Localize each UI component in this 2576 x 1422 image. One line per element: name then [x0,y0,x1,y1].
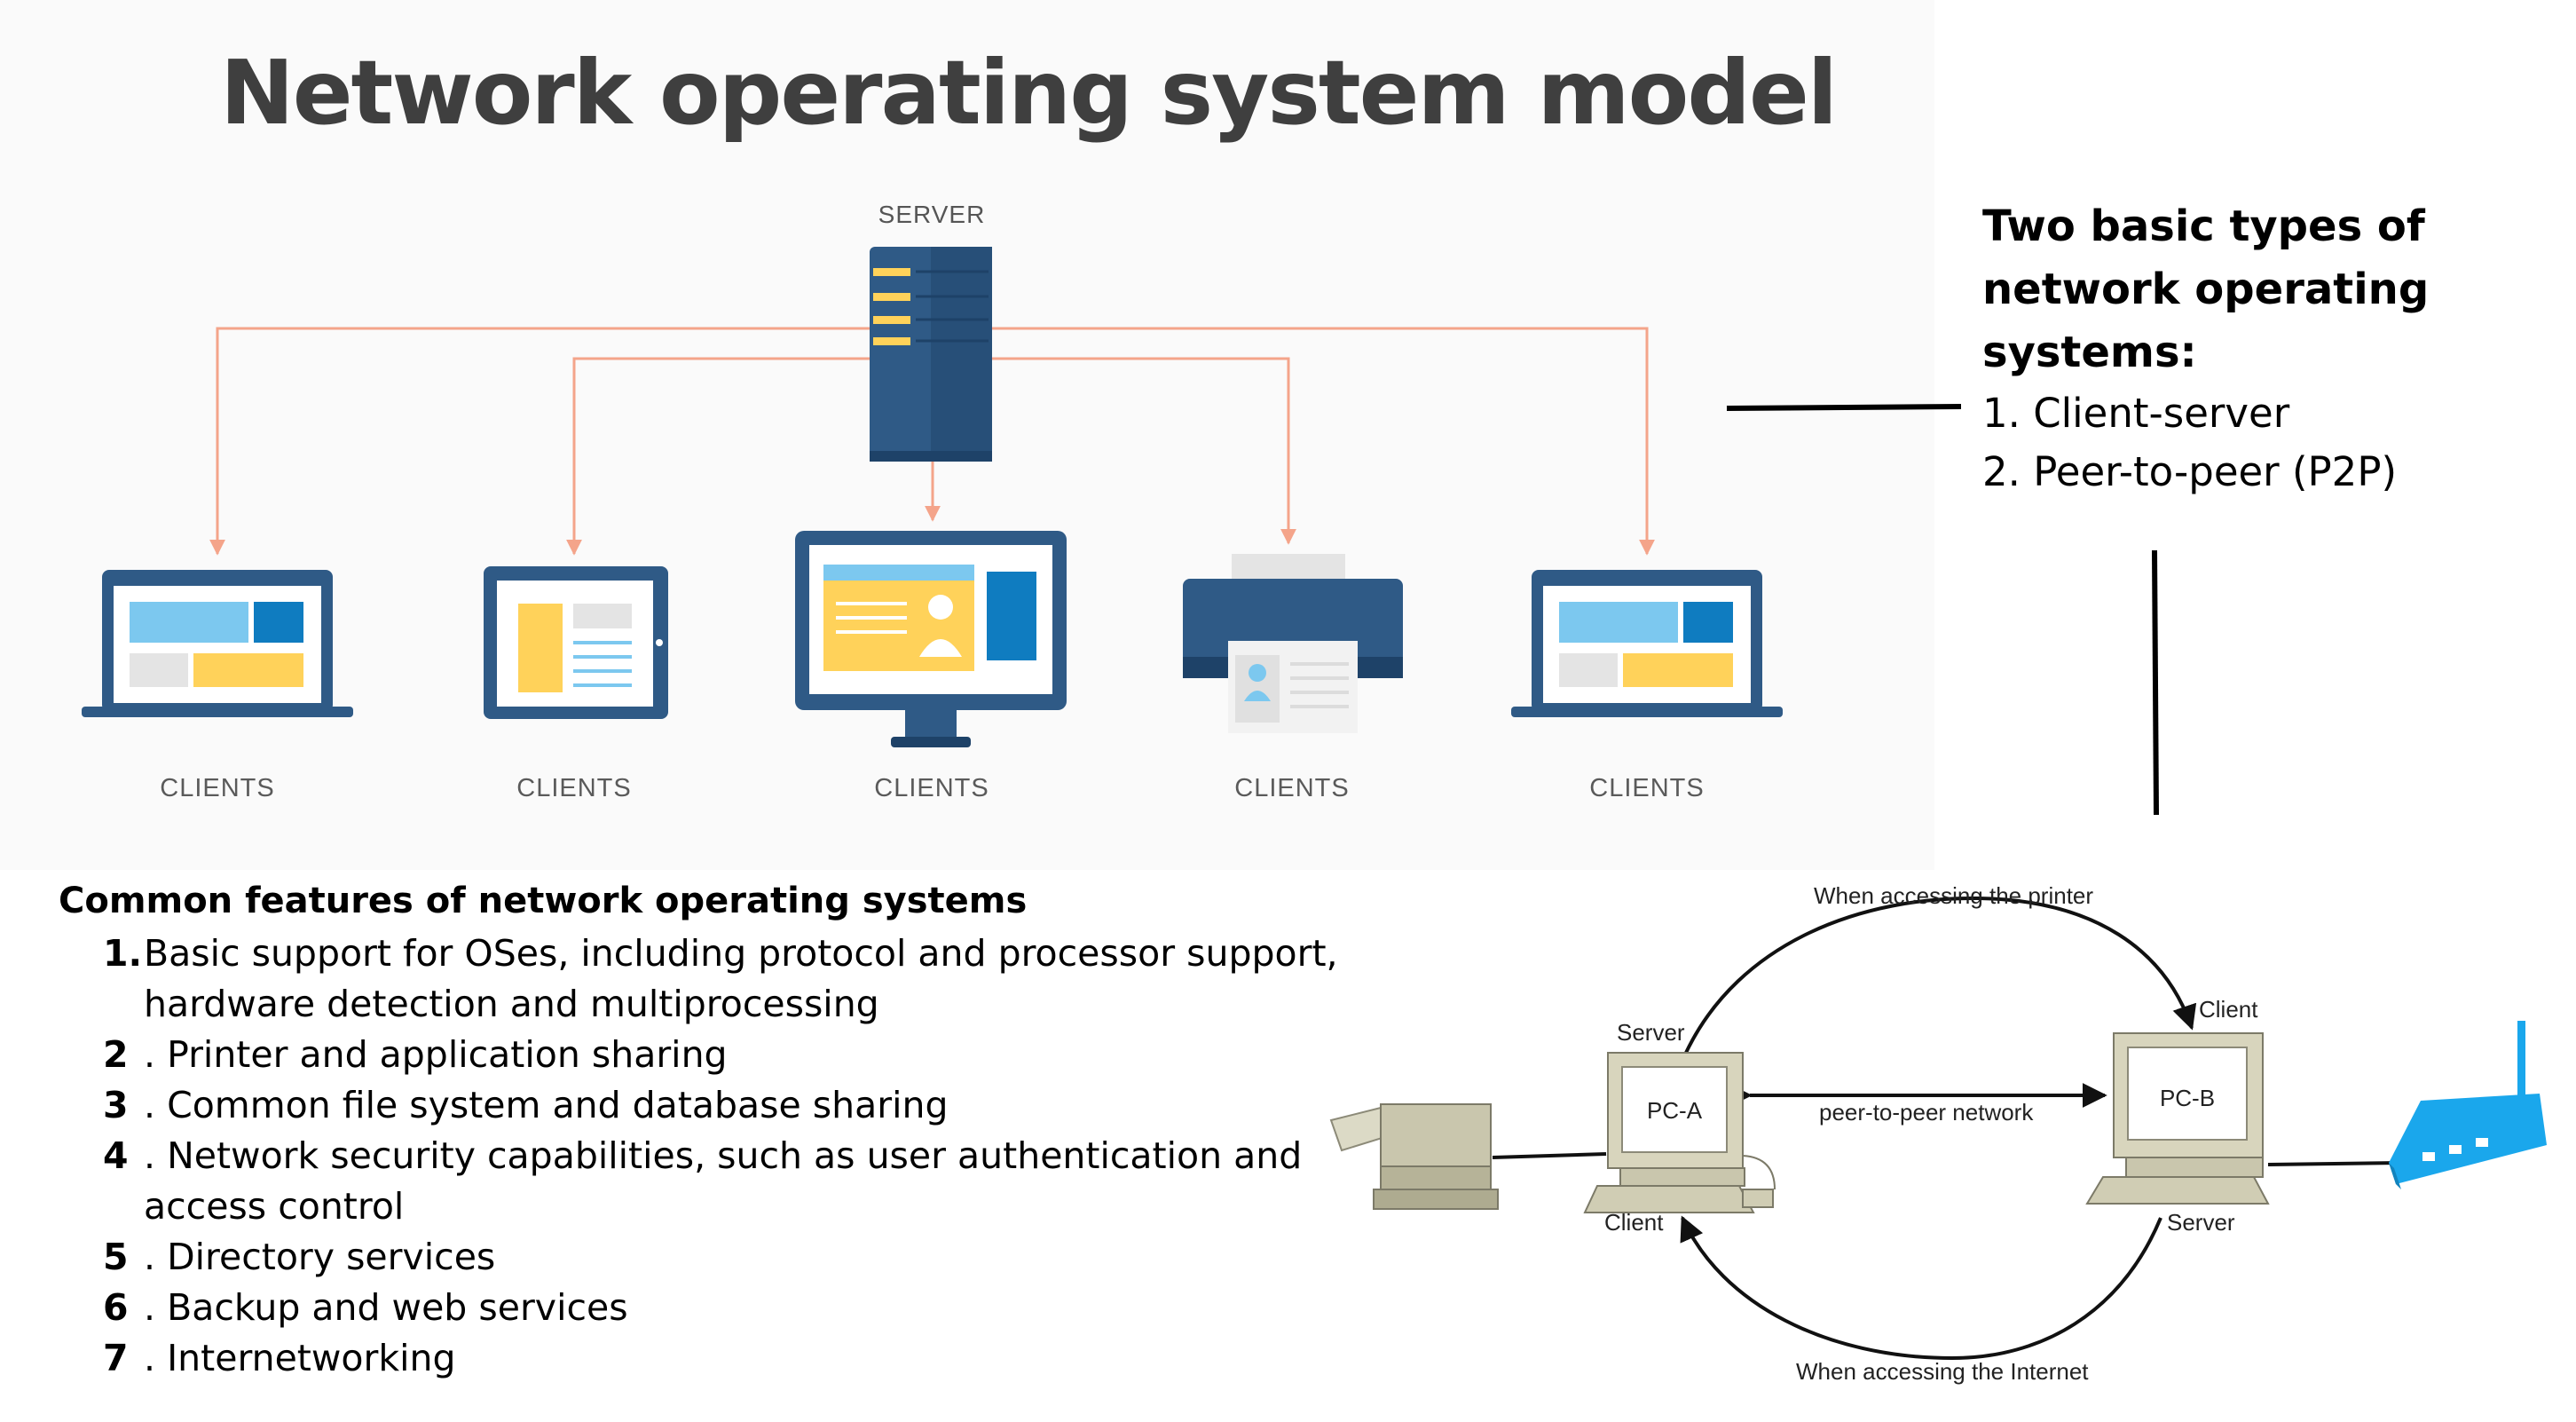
client-label: CLIENTS [1589,774,1705,802]
feature-text: . Network security capabilities, such as… [144,1134,1303,1228]
feature-number: 6 [103,1286,129,1329]
p2p-network-label: peer-to-peer network [1819,1099,2034,1126]
feature-text: . Backup and web services [144,1286,628,1329]
feature-item: 4 . Network security capabilities, such a… [59,1131,1345,1232]
nos-types-title: Two basic types of network operating sys… [1982,201,2430,377]
client-label: CLIENTS [1234,774,1350,802]
desktop-client-icon [795,531,1067,747]
client-label: CLIENTS [874,774,989,802]
server-label: SERVER [878,201,986,228]
internet-access-label: When accessing the Internet [1796,1358,2089,1385]
feature-item: 3 . Common file system and database shari… [59,1080,1345,1131]
feature-number: 2 [103,1033,129,1076]
server-connectors [209,327,1655,556]
client-label: CLIENTS [516,774,632,802]
nos-type-item: 2. Peer-to-peer (P2P) [1982,448,2398,495]
feature-text: Basic support for OSes, including protoc… [144,932,1338,1025]
feature-item: 6 . Backup and web services [59,1283,1345,1333]
nos-type-item: 1. Client-server [1982,390,2290,437]
feature-item: 5 . Directory services [59,1232,1345,1283]
shared-printer-icon [1329,1103,1499,1210]
feature-number: 4 [103,1134,129,1177]
client-label: CLIENTS [160,774,275,802]
feature-text: . Directory services [144,1236,496,1278]
feature-number: 7 [103,1337,129,1379]
feature-item: 2 . Printer and application sharing [59,1030,1345,1080]
feature-number: 3 [103,1084,129,1126]
laptop-client-icon [1511,570,1783,717]
pc-a-server-role: Server [1617,1019,1685,1046]
pc-a-label: PC-A [1646,1097,1703,1124]
feature-text: . Printer and application sharing [144,1033,728,1076]
pc-b-computer-icon [2085,1032,2270,1205]
features-block: Common features of network operating sys… [59,881,1345,1384]
tablet-client-icon [484,566,668,719]
router-icon [2389,1021,2547,1189]
nos-types-block: Two basic types of network operating sys… [1982,195,2550,502]
laptop-client-icon [82,570,353,717]
feature-text: . Common file system and database sharin… [144,1084,949,1126]
feature-number: 5 [103,1236,129,1278]
feature-number: 1. [103,932,143,975]
pc-a-client-role: Client [1604,1209,1664,1236]
feature-item: 7 . Internetworking [59,1333,1345,1384]
pc-b-label: PC-B [2159,1085,2216,1111]
printer-client-icon [1183,554,1403,733]
pc-a-computer-icon [1583,1052,1776,1213]
feature-text: . Internetworking [144,1337,456,1379]
features-heading: Common features of network operating sys… [59,881,1028,921]
server-icon [870,247,992,462]
annotation-lines [1726,404,2159,816]
printer-access-label: When accessing the printer [1814,882,2094,909]
page-title: Network operating system model [220,41,1838,145]
p2p-diagram [1329,896,2547,1361]
pc-b-client-role: Client [2199,996,2258,1023]
pc-b-server-role: Server [2167,1209,2235,1236]
feature-item: 1.Basic support for OSes, including prot… [59,928,1345,1030]
